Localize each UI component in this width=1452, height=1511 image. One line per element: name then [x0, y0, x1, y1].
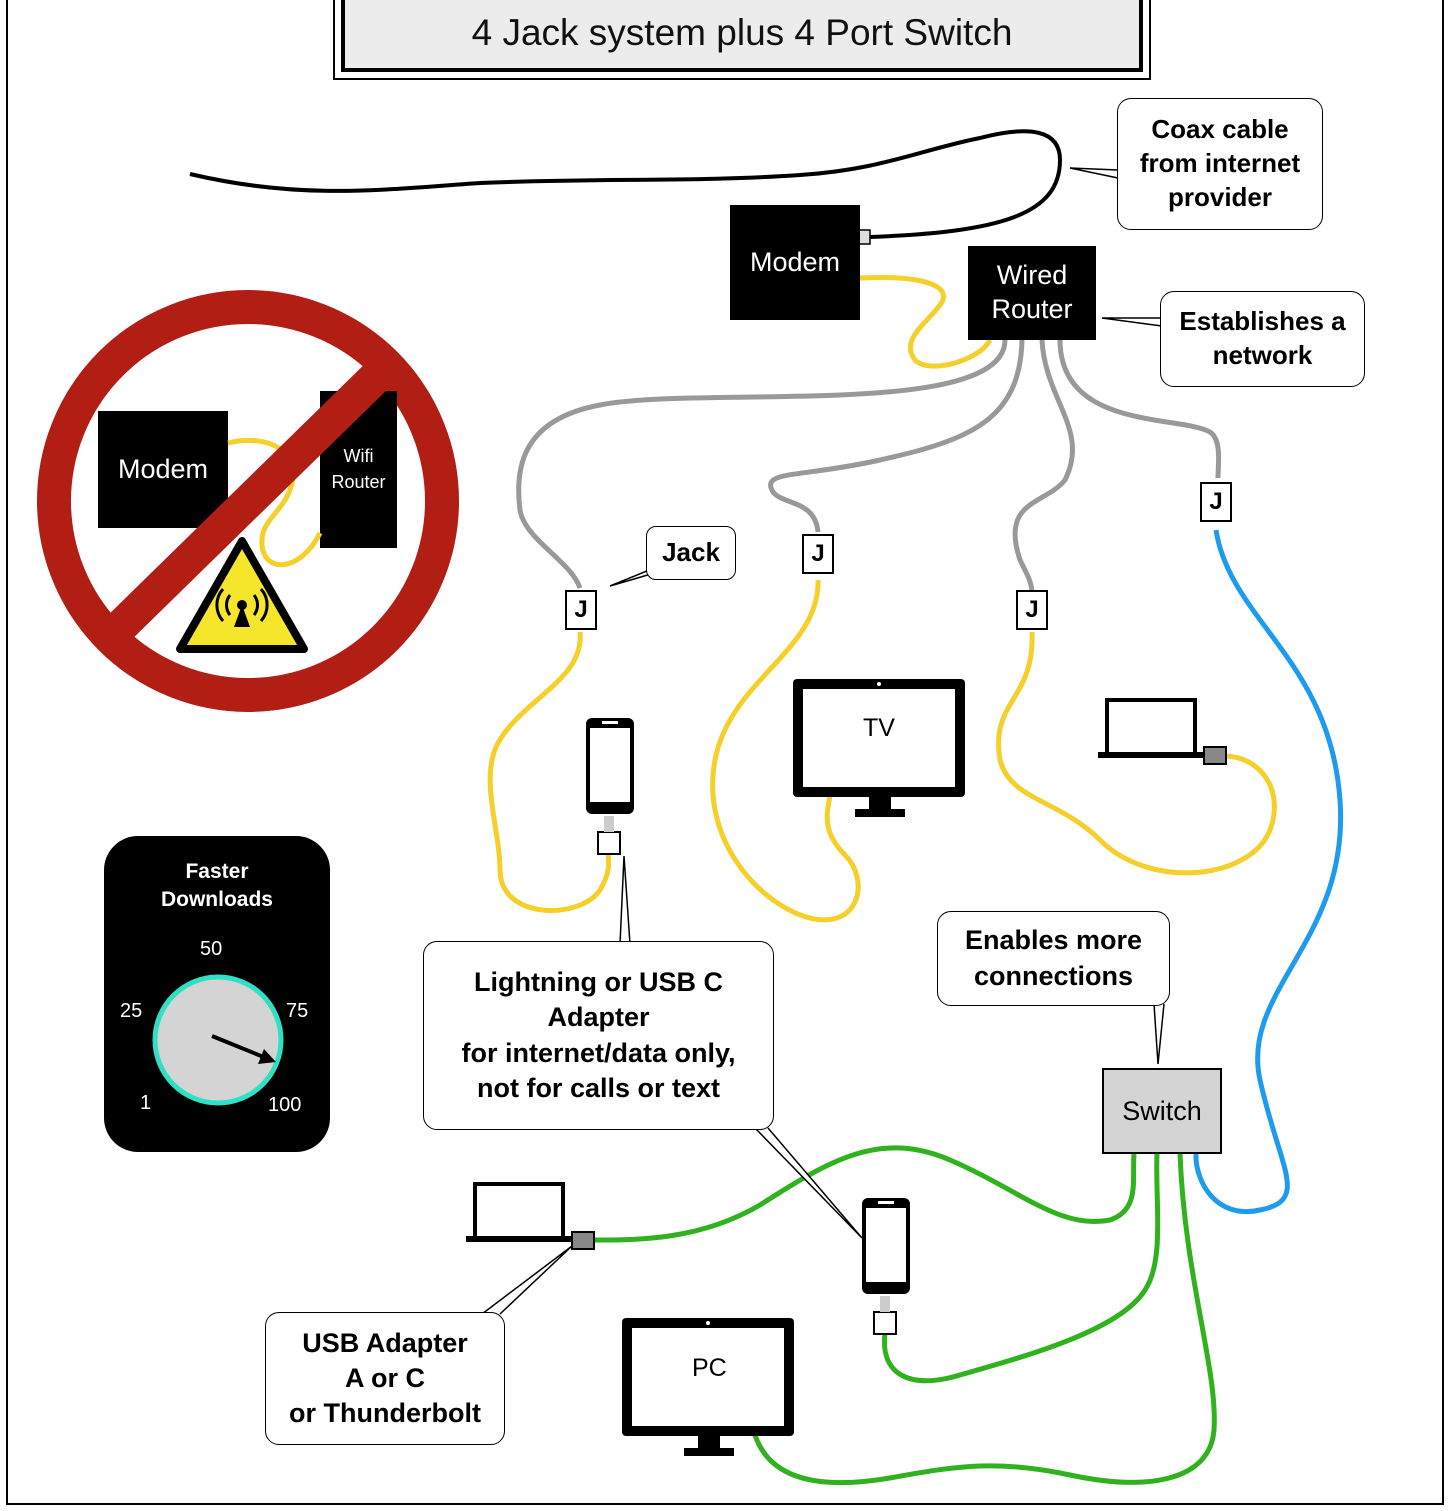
gauge-label-50: 50	[200, 938, 223, 960]
gauge-title-line-2: Downloads	[160, 888, 273, 912]
yellow-cable-tv	[710, 579, 861, 923]
tv-monitor-icon	[793, 679, 965, 817]
network-callout: Establishes a network	[1160, 291, 1365, 387]
wired-router-box: Wired Router	[968, 246, 1096, 340]
coax-callout-tail	[1069, 167, 1119, 179]
wifi-router-label-2: Router	[331, 471, 386, 492]
green-cable-pc	[752, 1153, 1217, 1486]
usb-adapter-callout: USB Adapter A or C or Thunderbolt	[265, 1312, 505, 1445]
network-callout-line-1: Establishes a	[1179, 306, 1346, 337]
laptop2-adapter	[571, 1231, 595, 1250]
coax-callout-line-1: Coax cable	[1151, 114, 1289, 145]
adapter-callout-line-2: Adapter	[547, 1002, 650, 1033]
gray-cable-3	[1012, 339, 1076, 591]
modem-box: Modem	[730, 205, 860, 320]
yellow-cable-laptop	[996, 631, 1277, 876]
pc-label: PC	[692, 1354, 727, 1382]
phone1-adapter	[597, 831, 621, 855]
jack-3: J	[1016, 590, 1048, 630]
phone1-adapter-neck	[604, 816, 614, 832]
network-callout-line-2: network	[1212, 340, 1313, 370]
gauge-label-100: 100	[268, 1094, 302, 1116]
gauge-dial	[152, 974, 284, 1106]
coax-cable	[189, 129, 1063, 239]
yellow-cable-phone	[487, 631, 612, 913]
wifi-router-label-1: Wifi	[343, 446, 374, 467]
gray-cable-4	[1057, 339, 1222, 479]
phone2-adapter	[873, 1311, 897, 1335]
coax-callout-line-2: from internet	[1139, 148, 1301, 179]
wired-router-label-2: Router	[991, 294, 1073, 324]
laptop1-adapter	[1203, 746, 1227, 765]
switch-callout-line-1: Enables more	[964, 925, 1143, 956]
usb-callout-line-1: USB Adapter	[302, 1327, 468, 1358]
usb-callout-tail	[481, 1245, 573, 1315]
gauge-needle-tip	[258, 1049, 276, 1064]
radiation-warning-icon	[176, 537, 308, 653]
wired-router-label-1: Wired	[996, 260, 1068, 291]
laptop-icon	[1098, 698, 1204, 758]
coax-callout: Coax cable from internet provider	[1117, 98, 1323, 230]
jack-2: J	[802, 534, 834, 574]
prohibited-slash	[100, 355, 397, 648]
adapter-callout-tail-bottom	[754, 1127, 863, 1239]
switch-callout: Enables more connections	[937, 911, 1170, 1006]
crossed-yellow-cable	[227, 437, 323, 568]
gray-cable-2	[768, 339, 1025, 533]
gauge-needle	[211, 1034, 267, 1060]
prohibited-sign	[37, 290, 459, 712]
prohibited-circle	[37, 290, 459, 712]
jack-callout: Jack	[646, 526, 736, 580]
blue-cable	[1193, 529, 1344, 1215]
switch-callout-tail	[1153, 1003, 1165, 1065]
switch-callout-line-2: connections	[973, 960, 1134, 991]
gauge-title: Faster Downloads	[104, 858, 330, 915]
usb-callout-line-3: or Thunderbolt	[289, 1398, 481, 1429]
prohibited-overlay	[100, 355, 397, 653]
adapter-callout-line-3: for internet/data only,	[461, 1037, 736, 1068]
page-title: 4 Jack system plus 4 Port Switch	[341, 0, 1143, 72]
gauge-label-75: 75	[286, 1000, 309, 1022]
faster-downloads-gauge: Faster Downloads 50 25 75 1 100	[104, 836, 330, 1152]
usb-callout-line-2: A or C	[345, 1362, 425, 1393]
crossed-modem-box: Modem	[98, 411, 228, 528]
jack-4: J	[1200, 482, 1232, 522]
modem-router-cable	[859, 275, 993, 369]
gauge-label-25: 25	[120, 1000, 143, 1022]
network-switch: Switch	[1102, 1068, 1222, 1154]
coax-callout-line-3: provider	[1167, 181, 1273, 212]
laptop-icon-2	[466, 1182, 572, 1242]
gauge-label-1: 1	[140, 1092, 152, 1114]
jack-1: J	[565, 590, 597, 630]
pc-monitor-icon	[622, 1318, 794, 1456]
phone2-adapter-neck	[880, 1296, 890, 1312]
page-frame	[6, 0, 1444, 1505]
adapter-callout-tail-top	[619, 855, 631, 945]
network-callout-tail	[1101, 317, 1163, 327]
tv-label: TV	[863, 714, 895, 742]
green-cable-laptop	[592, 1145, 1137, 1243]
smartphone-icon-2	[862, 1198, 910, 1294]
adapter-callout-line-4: not for calls or text	[476, 1072, 721, 1103]
gauge-title-line-1: Faster	[185, 860, 249, 883]
adapter-callout: Lightning or USB C Adapter for internet/…	[423, 941, 774, 1130]
adapter-callout-line-1: Lightning or USB C	[474, 967, 723, 998]
smartphone-icon	[586, 718, 634, 814]
green-cable-phone	[881, 1153, 1161, 1384]
gray-cable-1	[516, 339, 1008, 589]
title-box: 4 Jack system plus 4 Port Switch	[333, 0, 1151, 80]
